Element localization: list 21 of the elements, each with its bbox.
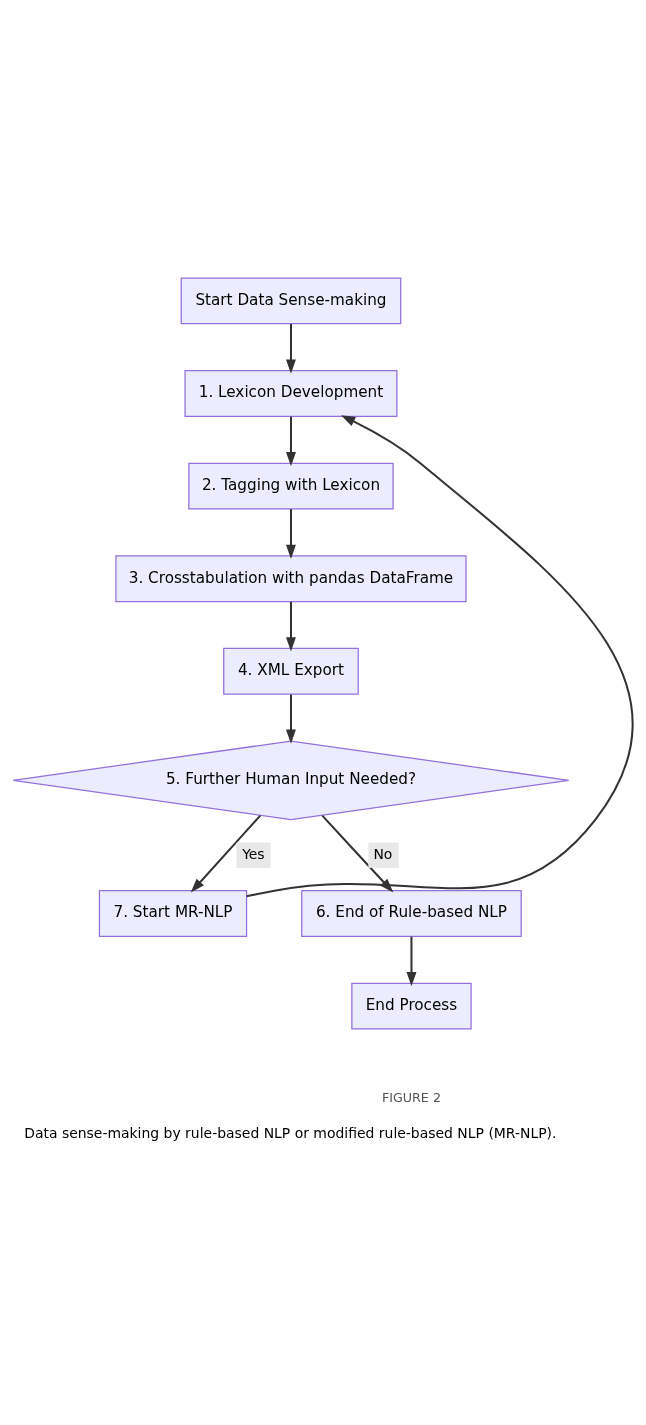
arrow [246, 415, 634, 898]
node-box: End Process [351, 982, 472, 1030]
label: FIGURE 2 [381, 1089, 441, 1105]
edge-label: Yes [242, 845, 265, 862]
node-box: Start Data Sense-making [180, 277, 402, 325]
arrow [286, 324, 296, 374]
node-box: 6. End of Rule-based NLP [301, 890, 522, 937]
node-box: 4. XML Export [223, 647, 359, 695]
node-box: 1. Lexicon Development [184, 370, 398, 417]
arrow [286, 601, 296, 652]
arrow [190, 814, 262, 893]
arrow [286, 509, 296, 559]
node-box: 3. Crosstabulation with pandas DataFrame [115, 555, 467, 603]
node-box: 7. Start MR-NLP [98, 890, 248, 937]
arrow [406, 936, 417, 987]
node-diamond: 5. Further Human Input Needed? [12, 740, 570, 821]
edge-label: No [373, 845, 393, 862]
arrow [286, 694, 296, 744]
arrow [286, 416, 296, 467]
node-box: 2. Tagging with Lexicon [188, 462, 394, 510]
caption: Data sense-making by rule-based NLP or modified rule-based NLP (MR-NLP). [24, 1124, 557, 1141]
